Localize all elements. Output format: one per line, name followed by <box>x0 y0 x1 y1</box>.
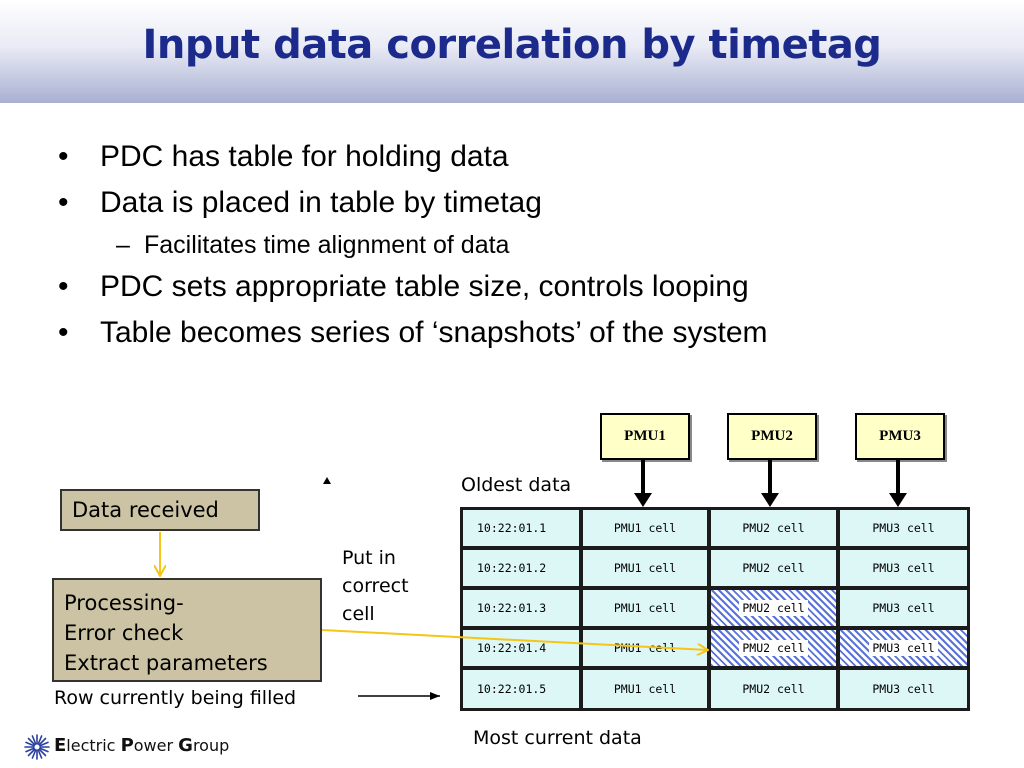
pmu2-arrowhead <box>761 493 779 507</box>
pmu3-arrowhead <box>889 493 907 507</box>
bullet-text: Data is placed in table by timetag <box>100 186 542 219</box>
pmu2-cell-filled: PMU2 cell <box>711 630 836 666</box>
data-table: 10:22:01.1 PMU1 cell PMU2 cell PMU3 cell… <box>460 507 970 711</box>
cell-text: PMU2 cell <box>739 600 808 616</box>
sub-bullet-item: –Facilitates time alignment of data <box>116 226 768 264</box>
cell-text: PMU2 cell <box>739 640 808 656</box>
bullet-item: • Data is placed in table by timetag <box>58 180 768 226</box>
pmu1-box: PMU1 <box>600 413 690 460</box>
pmu1-cell: PMU1 cell <box>583 590 707 626</box>
pmu3-cell: PMU3 cell <box>840 670 967 708</box>
pmu2-cell: PMU2 cell <box>711 670 836 708</box>
bullet-glyph: • <box>58 316 69 349</box>
pmu2-box: PMU2 <box>727 413 817 460</box>
pmu3-cell: PMU3 cell <box>840 510 967 546</box>
processing-box: Processing- Error check Extract paramete… <box>52 578 322 682</box>
brand-name: Electric Power Group <box>54 735 229 756</box>
bullet-text: PDC has table for holding data <box>100 140 509 173</box>
brand-initial: P <box>120 735 134 756</box>
bullet-item: • PDC sets appropriate table size, contro… <box>58 264 768 310</box>
pmu3-cell: PMU3 cell <box>840 590 967 626</box>
brand-initial: E <box>54 735 67 756</box>
brand-word: roup <box>192 736 230 755</box>
time-cell: 10:22:01.3 <box>463 590 579 626</box>
most-current-data-label: Most current data <box>473 727 642 749</box>
pmu3-cell-filled: PMU3 cell <box>840 630 967 666</box>
pmu1-cell: PMU1 cell <box>583 510 707 546</box>
put-label-line: cell <box>342 603 375 625</box>
bullet-glyph: • <box>58 186 69 219</box>
bullet-item: • PDC has table for holding data <box>58 134 768 180</box>
bullet-glyph: • <box>58 140 69 173</box>
put-in-correct-cell-label: Put in correct cell <box>342 544 409 628</box>
brand-initial: G <box>178 735 193 756</box>
oldest-data-label: Oldest data <box>461 474 572 496</box>
bullet-glyph: • <box>58 270 69 303</box>
processing-line: Extract parameters <box>64 651 268 675</box>
row-being-filled-label: Row currently being filled <box>54 687 297 709</box>
pmu1-cell: PMU1 cell <box>583 550 707 586</box>
pmu2-cell: PMU2 cell <box>711 510 836 546</box>
cell-text: PMU3 cell <box>869 640 938 656</box>
title-bar <box>0 0 1024 103</box>
slide-title: Input data correlation by timetag <box>142 22 882 68</box>
pmu2-cell-filled: PMU2 cell <box>711 590 836 626</box>
brand-word: ower <box>133 736 179 755</box>
sub-bullet-text: Facilitates time alignment of data <box>144 231 510 259</box>
dash-glyph: – <box>116 231 130 259</box>
pmu1-arrowhead <box>634 493 652 507</box>
bullet-list: • PDC has table for holding data • Data is… <box>58 134 768 356</box>
put-label-line: Put in <box>342 547 396 569</box>
processing-line: Error check <box>64 621 184 645</box>
pmu1-cell: PMU1 cell <box>583 630 707 666</box>
bullet-text: Table becomes series of ‘snapshots’ of t… <box>100 316 768 349</box>
put-label-line: correct <box>342 575 409 597</box>
time-cell: 10:22:01.1 <box>463 510 579 546</box>
starburst-icon <box>24 734 50 760</box>
pmu1-cell: PMU1 cell <box>583 670 707 708</box>
bullet-text: PDC sets appropriate table size, control… <box>100 270 749 303</box>
processing-line: Processing- <box>64 591 184 615</box>
time-cell: 10:22:01.2 <box>463 550 579 586</box>
pmu3-box: PMU3 <box>855 413 945 460</box>
time-cell: 10:22:01.5 <box>463 670 579 708</box>
brand-word: lectric <box>66 736 121 755</box>
data-received-box: Data received <box>60 489 260 531</box>
small-triangle-mark <box>323 477 331 484</box>
pmu2-cell: PMU2 cell <box>711 550 836 586</box>
pmu3-cell: PMU3 cell <box>840 550 967 586</box>
bullet-item: • Table becomes series of ‘snapshots’ of … <box>58 310 768 356</box>
time-cell: 10:22:01.4 <box>463 630 579 666</box>
